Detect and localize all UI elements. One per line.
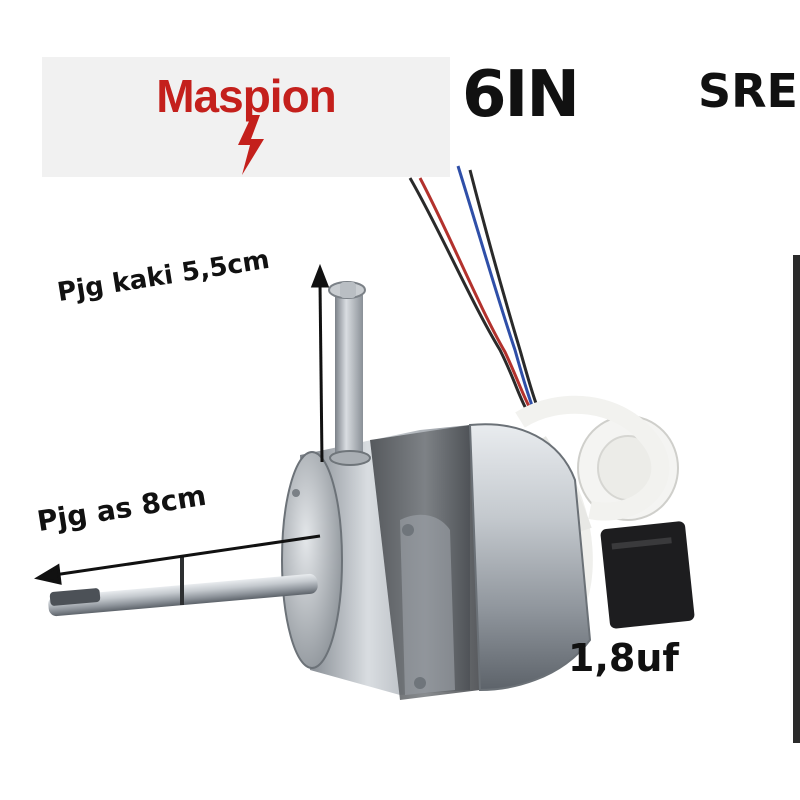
shaft-length-arrow — [34, 534, 321, 585]
mounting-leg — [328, 281, 371, 466]
motor-shaft — [48, 555, 318, 617]
lead-wires — [408, 165, 539, 413]
brand-name: Maspion — [156, 70, 337, 122]
model-code: 6IN — [462, 58, 580, 132]
capacitor-label: 1,8uf — [568, 636, 679, 680]
leg-length-arrow — [310, 263, 330, 463]
capacitor — [600, 521, 695, 629]
series-code: SRE — [698, 64, 798, 118]
lightning-bolt-icon — [238, 115, 264, 175]
brand-logo: Maspion — [42, 57, 450, 177]
side-strip — [793, 255, 800, 743]
motor-body — [281, 423, 592, 700]
